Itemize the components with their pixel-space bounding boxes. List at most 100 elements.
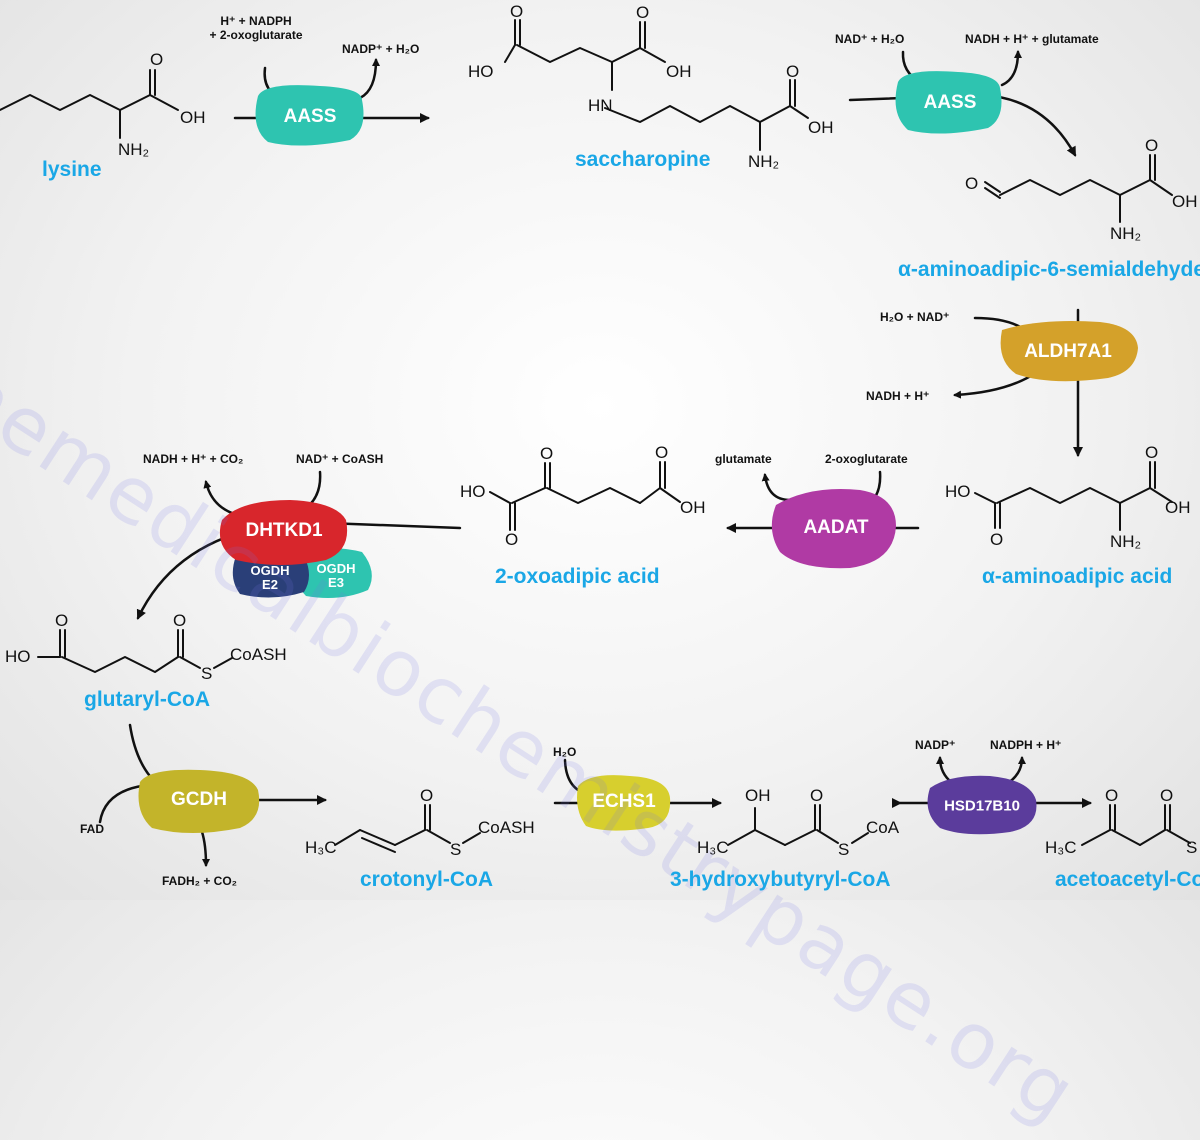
hydroxybutyryl-structure (727, 804, 869, 846)
atom-glut-coash: CoASH (230, 645, 287, 664)
crotonyl-structure (334, 804, 481, 853)
atom-sacc-nh2: NH₂ (748, 152, 780, 171)
molecule-name-acetoacetyl: acetoacetyl-CoA (1055, 868, 1200, 891)
atom-lysine-o: O (150, 50, 164, 69)
atom-sacc-ho: HO (468, 62, 494, 81)
cofactor-aass1-in: H⁺ + NADPH + 2-oxoglutarate (196, 14, 316, 42)
molecule-name-aminoadipic: α-aminoadipic acid (982, 565, 1173, 588)
enzyme-aass-2 (895, 71, 1002, 134)
molecule-name-saccharopine: saccharopine (575, 148, 711, 171)
atom-lysine-nh2: NH₂ (118, 140, 150, 159)
atom-aaa-nh2: NH₂ (1110, 532, 1142, 551)
atom-aaa-oh: OH (1165, 498, 1191, 517)
cofactor-out-aadat (761, 473, 792, 502)
atom-oxo-o1: O (505, 530, 519, 549)
molecule-name-lysine: lysine (42, 158, 102, 181)
enzyme-aadat (771, 489, 896, 569)
enzyme-label-aass-2: AASS (923, 92, 977, 113)
atom-aceto-o2: O (1160, 786, 1174, 805)
atom-oxo-o2: O (540, 444, 554, 463)
atom-semi-o2: O (1145, 136, 1159, 155)
atom-hyd-h3c: H₃C (697, 838, 729, 857)
molecule-name-hydroxybutyryl: 3-hydroxybutyryl-CoA (670, 868, 891, 891)
atom-hyd-o: O (810, 786, 824, 805)
cofactor-dhtkd1-in: NAD⁺ + CoASH (296, 452, 384, 466)
cofactor-aass1-in-line2: + 2-oxoglutarate (209, 28, 303, 42)
acetoacetyl-structure (1081, 804, 1191, 846)
atom-hyd-coa: CoA (866, 818, 900, 837)
atom-sacc-hn: HN (588, 96, 613, 115)
molecule-name-crotonyl: crotonyl-CoA (360, 868, 493, 891)
atom-crot-o: O (420, 786, 434, 805)
cofactor-hsd-right: NADPH + H⁺ (990, 738, 1062, 752)
cofactor-out-aass2 (1000, 50, 1022, 87)
cofactor-echs1-in: H₂O (553, 745, 577, 759)
atom-oxo-o3: O (655, 443, 669, 462)
atom-semi-oh: OH (1172, 192, 1198, 211)
atom-glut-o1: O (55, 611, 69, 630)
enzyme-aass-1 (255, 85, 364, 146)
enzyme-label-ogdh-e2-line1: OGDH (250, 563, 290, 578)
atom-glut-o2: O (173, 611, 187, 630)
enzyme-label-hsd17b10: HSD17B10 (944, 797, 1020, 815)
atom-crot-coash: CoASH (478, 818, 535, 837)
cofactor-aldh-out: NADH + H⁺ (866, 389, 930, 403)
enzyme-label-echs1: ECHS1 (592, 791, 656, 812)
atom-oxo-oh: OH (680, 498, 706, 517)
atom-hyd-s: S (838, 840, 850, 859)
enzyme-label-gcdh: GCDH (171, 789, 227, 810)
atom-glut-ho: HO (5, 647, 31, 666)
cofactor-hsd-left: NADP⁺ (915, 738, 956, 752)
cofactor-dhtkd1-out: NADH + H⁺ + CO₂ (143, 452, 244, 466)
atom-sacc-o2: O (636, 3, 650, 22)
semialdehyde-structure (984, 154, 1173, 223)
enzyme-label-ogdh-e3-line2: E3 (328, 575, 344, 590)
cofactor-out-aass1 (358, 58, 380, 100)
molecule-name-oxoadipic: 2-oxoadipic acid (495, 565, 660, 588)
atom-sacc-o3: O (786, 62, 800, 81)
cofactor-aass2-in: NAD⁺ + H₂O (835, 32, 905, 46)
atom-aaa-ho: HO (945, 482, 971, 501)
cofactor-gcdh-in: FAD (80, 822, 104, 836)
enzyme-label-ogdh-e2: OGDH E2 (251, 564, 290, 592)
enzyme-label-aldh7a1: ALDH7A1 (1024, 341, 1112, 362)
atom-semi-nh2: NH₂ (1110, 224, 1142, 243)
cofactor-gcdh-out: FADH₂ + CO₂ (162, 874, 238, 888)
enzyme-aldh7a1 (1000, 321, 1138, 382)
atom-aceto-s: S (1186, 838, 1198, 857)
cofactor-aass1-out: NADP⁺ + H₂O (342, 42, 420, 56)
aminoadipic-structure (974, 461, 1173, 531)
cofactor-aadat-out: glutamate (715, 452, 772, 466)
atom-glut-s: S (201, 664, 213, 683)
cofactor-aadat-in: 2-oxoglutarate (825, 452, 908, 466)
atom-aceto-h3c: H₃C (1045, 838, 1077, 857)
atom-semi-o1: O (965, 174, 979, 193)
saccharopine-structure (504, 19, 809, 151)
atom-hyd-oh: OH (745, 786, 771, 805)
atom-aaa-o1: O (990, 530, 1004, 549)
atom-aceto-o1: O (1105, 786, 1119, 805)
atom-lysine-oh: OH (180, 108, 206, 127)
atom-aaa-o2: O (1145, 443, 1159, 462)
enzyme-label-ogdh-e3: OGDH E3 (317, 562, 356, 590)
enzyme-gcdh (138, 769, 260, 833)
enzyme-echs1 (577, 775, 671, 831)
cofactor-aass1-in-line1: H⁺ + NADPH (220, 14, 292, 28)
oxoadipic-structure (489, 461, 681, 531)
lysine-structure (0, 69, 179, 139)
pathway-diagram (0, 19, 1191, 867)
enzyme-label-aass-1: AASS (283, 106, 337, 127)
atom-sacc-oh2: OH (808, 118, 834, 137)
atom-oxo-ho: HO (460, 482, 486, 501)
cofactor-out-dhtkd1 (203, 480, 240, 517)
enzyme-dhtkd1 (219, 500, 348, 565)
atom-sacc-o1: O (510, 2, 524, 21)
molecule-name-glutaryl: glutaryl-CoA (84, 688, 210, 711)
enzyme-label-ogdh-e2-line2: E2 (262, 577, 278, 592)
molecule-name-semialdehyde: α-aminoadipic-6-semialdehyde (898, 258, 1200, 281)
enzyme-label-aadat: AADAT (803, 517, 869, 538)
glutaryl-structure (37, 629, 233, 673)
atom-crot-s: S (450, 840, 462, 859)
atom-crot-h3c: H₃C (305, 838, 337, 857)
cofactor-aass2-out: NADH + H⁺ + glutamate (965, 32, 1099, 46)
